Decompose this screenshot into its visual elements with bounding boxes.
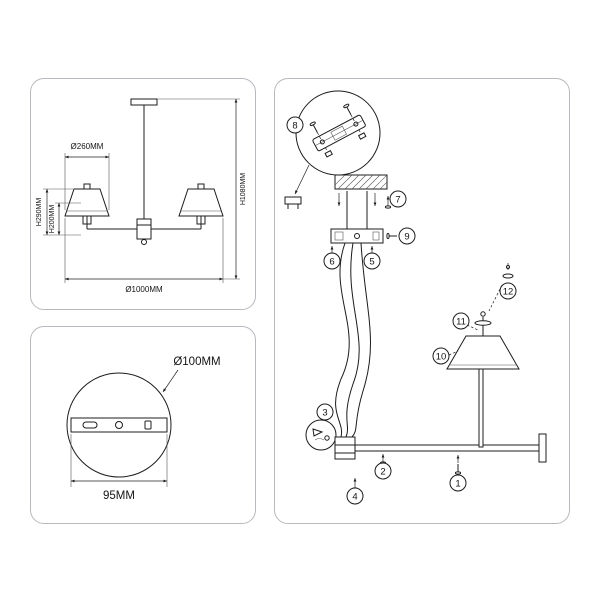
detail-magnifier	[294, 90, 381, 195]
callout-5-label: 5	[369, 257, 374, 268]
dim-shade-height: H290MM H200MM	[36, 188, 81, 236]
lampshade	[446, 335, 520, 370]
callout-1: 1	[449, 474, 467, 492]
assembly-drawing: 1 2 3 4 5 6 7 8 9 10 11 12	[284, 90, 547, 505]
chandelier-drawing: Ø260MM H290MM H200MM H1080MM	[36, 98, 247, 294]
stem-height-label: H200MM	[49, 205, 56, 234]
assembly-panel: 1 2 3 4 5 6 7 8 9 10 11 12	[274, 78, 570, 524]
arm	[354, 444, 540, 452]
canopy-diameter-label: Ø100MM	[173, 356, 220, 368]
total-height-label: H1080MM	[240, 173, 247, 205]
callout-5: 5	[363, 252, 381, 270]
shade-rod	[478, 366, 484, 448]
callout-10: 10	[432, 347, 450, 365]
finial-ball	[480, 311, 486, 317]
callout-9: 9	[398, 227, 416, 245]
callout-7: 7	[389, 190, 407, 208]
canopy-drawing: Ø100MM 95MM	[66, 356, 221, 502]
screw	[384, 205, 392, 209]
wires	[335, 242, 371, 438]
callout-6-label: 6	[329, 257, 334, 268]
washer-parts	[502, 263, 514, 279]
keyhole	[144, 420, 152, 430]
callout-2-label: 2	[380, 467, 385, 478]
dim-canopy-diameter: Ø100MM	[162, 356, 221, 393]
callout-11: 11	[452, 312, 470, 330]
canopy-panel: Ø100MM 95MM	[30, 326, 256, 524]
finial-disc	[474, 320, 492, 326]
callout-10-label: 10	[436, 352, 447, 363]
total-width-label: Ø1000MM	[125, 285, 163, 294]
callout-4: 4	[346, 487, 364, 505]
callout-6: 6	[323, 252, 341, 270]
callout-8: 8	[286, 116, 304, 134]
center-body	[136, 218, 152, 240]
bracket-detail	[309, 103, 367, 158]
magnifier-circle	[295, 90, 381, 176]
lamp-body	[334, 311, 547, 463]
mounting-slot	[82, 421, 98, 429]
leader-10	[448, 350, 459, 356]
dim-shade-diameter: Ø260MM	[64, 142, 110, 210]
left-lampshade	[64, 188, 110, 217]
dim-total-width: Ø1000MM	[64, 218, 224, 294]
callout-7-label: 7	[395, 195, 400, 206]
dim-total-height: H1080MM	[157, 98, 247, 280]
ceiling-canopy	[130, 98, 158, 106]
center-hole	[115, 421, 123, 429]
finial-knob	[141, 239, 147, 245]
mounting-bar	[70, 417, 168, 433]
dim-mount-spacing: 95MM	[70, 434, 168, 502]
callout-4-label: 4	[352, 492, 357, 503]
callout-3-label: 3	[322, 408, 327, 419]
callout-2: 2	[374, 462, 392, 480]
shade-diameter-label: Ø260MM	[71, 142, 104, 151]
connector-detail	[305, 419, 339, 451]
dimensions-panel: Ø260MM H290MM H200MM H1080MM	[30, 78, 256, 310]
callout-1-label: 1	[455, 479, 460, 490]
callout-12: 12	[499, 282, 517, 300]
mount-spacing-label: 95MM	[103, 490, 135, 502]
callout-8-label: 8	[292, 121, 297, 132]
chandelier	[64, 98, 224, 245]
shade-height-label: H290MM	[36, 198, 43, 227]
magnifier-pointer	[294, 164, 310, 195]
mounting-plate	[330, 228, 397, 244]
junction-block	[334, 436, 356, 460]
callout-11-label: 11	[456, 317, 466, 328]
canopy-plate	[66, 372, 172, 478]
side-screw	[386, 232, 390, 240]
callout-9-label: 9	[404, 232, 409, 243]
right-lampshade	[178, 188, 224, 217]
wall-plate	[538, 433, 547, 463]
side-bracket	[284, 196, 302, 209]
leader-11	[466, 324, 479, 331]
callout-3: 3	[316, 403, 334, 421]
screw-1	[454, 455, 462, 475]
callout-12-label: 12	[503, 287, 514, 298]
mounting-rods	[337, 191, 392, 229]
ceiling	[334, 174, 388, 190]
